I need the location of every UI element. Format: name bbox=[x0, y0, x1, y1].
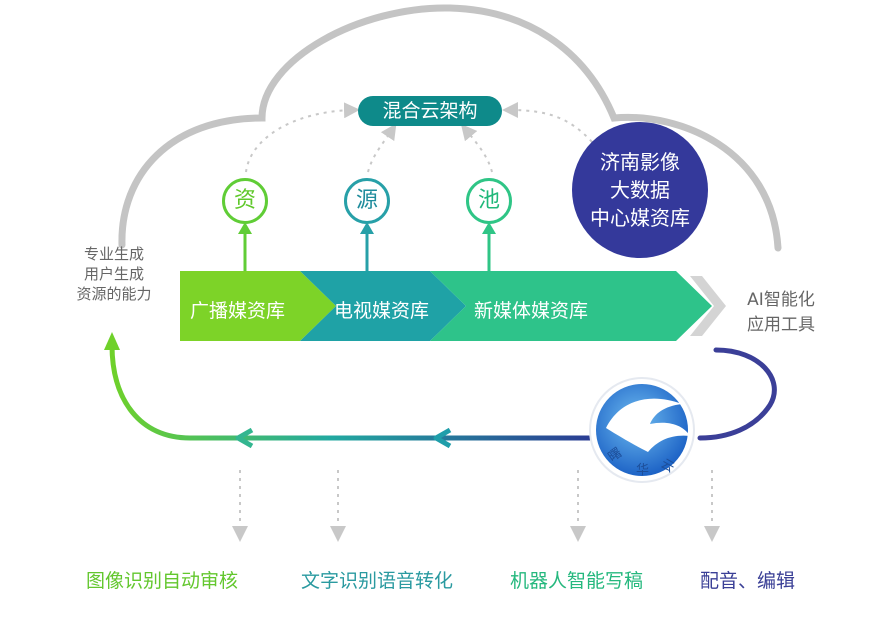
pool-node-1: 资 bbox=[222, 178, 268, 224]
dotted-arrow-circle bbox=[502, 102, 593, 143]
right-label-line-1: AI智能化 bbox=[747, 290, 815, 310]
loop-arrowhead bbox=[104, 332, 120, 350]
right-side-label: AI智能化 应用工具 bbox=[722, 288, 840, 338]
bottom-item-1: 图像识别自动审核 bbox=[86, 570, 239, 592]
center-circle-line-1: 济南影像 bbox=[600, 150, 680, 174]
up-arrow-1 bbox=[238, 222, 252, 272]
center-circle-line-3: 中心媒资库 bbox=[590, 206, 690, 230]
band-segment-1 bbox=[180, 271, 336, 341]
left-label-line-2: 用户生成 bbox=[83, 265, 144, 283]
bottom-item-2: 文字识别语音转化 bbox=[301, 570, 454, 592]
bottom-item-3: 机器人智能写稿 bbox=[510, 570, 644, 592]
up-arrow-2 bbox=[360, 222, 374, 272]
header-pill: 混合云架构 bbox=[358, 96, 502, 126]
loop-chevron-2 bbox=[433, 427, 452, 449]
center-data-circle: 济南影像 大数据 中心媒资库 bbox=[572, 122, 708, 258]
band-label-2: 电视媒资库 bbox=[334, 300, 430, 322]
right-label-line-2: 应用工具 bbox=[747, 315, 815, 335]
pool-node-2: 源 bbox=[344, 178, 390, 224]
left-side-label: 专业生成 用户生成 资源的能力 bbox=[58, 244, 170, 304]
logo-char-3: 云 bbox=[658, 456, 677, 475]
cloud-outline bbox=[118, 4, 782, 252]
return-loop-line bbox=[109, 342, 599, 441]
band-segment-3 bbox=[430, 271, 712, 341]
up-arrow-3 bbox=[482, 222, 496, 272]
band-label-1: 广播媒资库 bbox=[190, 300, 286, 322]
dotted-arrow-right bbox=[460, 123, 493, 173]
chevron-icon bbox=[690, 276, 726, 336]
cloud-right-lower bbox=[697, 347, 777, 441]
band-label-3: 新媒体媒资库 bbox=[474, 300, 589, 322]
band-segment-2 bbox=[300, 271, 466, 341]
loop-chevron-1 bbox=[235, 427, 254, 449]
dove-icon bbox=[606, 398, 690, 452]
logo-char-2: 华 bbox=[636, 463, 649, 478]
left-label-line-3: 资源的能力 bbox=[76, 285, 152, 303]
dotted-arrow-middle bbox=[367, 123, 397, 173]
pool-node-3: 池 bbox=[466, 178, 512, 224]
left-label-line-1: 专业生成 bbox=[83, 245, 144, 263]
center-circle-line-2: 大数据 bbox=[610, 178, 670, 202]
shuhuayun-logo: 曙 华 云 bbox=[589, 377, 695, 483]
bottom-item-4: 配音、编辑 bbox=[700, 570, 796, 592]
dotted-arrow-left bbox=[245, 102, 360, 173]
